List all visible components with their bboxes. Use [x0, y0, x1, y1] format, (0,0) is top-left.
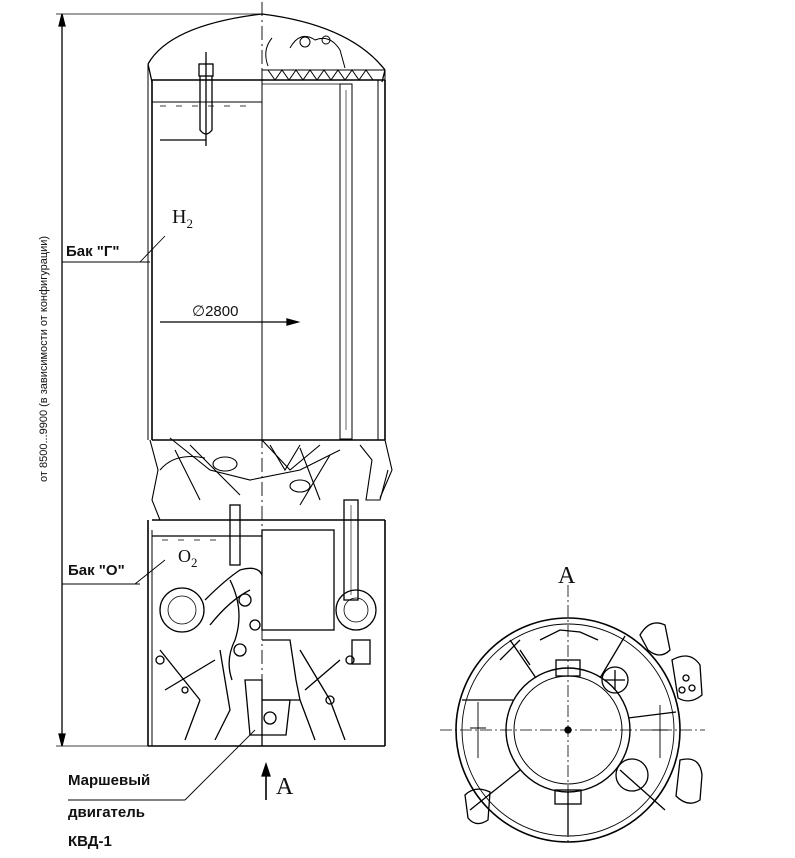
- tank-o-label: Бак "О": [68, 562, 125, 579]
- engine-label-line1: Маршевый: [68, 772, 151, 789]
- tank-o-section: [147, 499, 386, 747]
- tank-g-section: [147, 52, 386, 441]
- view-arrow: [261, 761, 271, 800]
- intertank-truss: [149, 437, 393, 521]
- engine-label-line2: двигатель: [68, 804, 145, 821]
- engine-leader-diag: [184, 729, 256, 801]
- upper-dome: [147, 13, 386, 71]
- o2-main: O: [178, 546, 191, 566]
- view-a-bottom-view: [440, 585, 705, 845]
- view-a-title: A: [558, 563, 576, 589]
- h2-label: H2: [172, 206, 193, 231]
- tank-g-leader-diag: [139, 235, 166, 263]
- tank-g-label: Бак "Г": [66, 243, 120, 260]
- tank-o-leader-diag: [134, 559, 166, 585]
- diameter-label: ∅2800: [192, 303, 239, 320]
- o2-label: O2: [178, 546, 198, 570]
- h2-main: H: [172, 206, 187, 228]
- h2-subscript: 2: [186, 216, 193, 231]
- view-arrow-label: A: [276, 774, 294, 800]
- overall-dimension-line: [56, 13, 262, 747]
- diameter-dimension: [160, 318, 301, 326]
- dome-section-detail: [261, 35, 386, 81]
- main-engine: [244, 639, 301, 746]
- overall-height-label: от 8500...9900 (в зависимости от конфигу…: [38, 235, 50, 482]
- o2-subscript: 2: [191, 555, 198, 570]
- engine-label-line3: КВД-1: [68, 833, 112, 850]
